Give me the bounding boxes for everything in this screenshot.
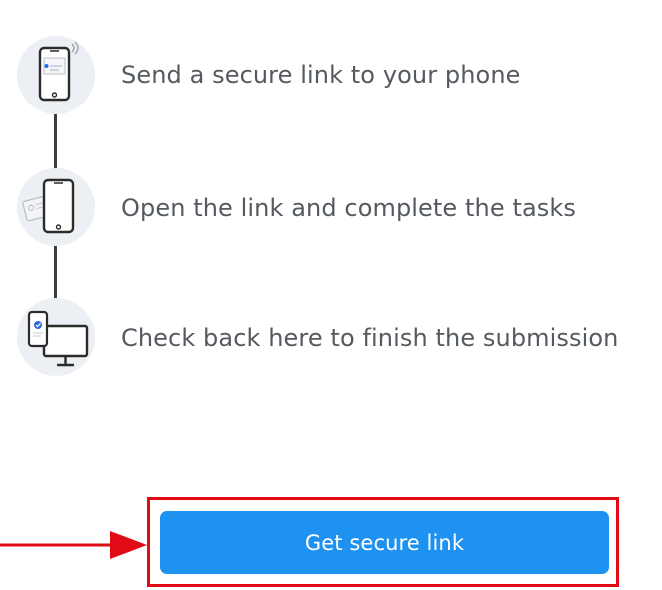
- desktop-phone-icon: [17, 298, 95, 376]
- phone-tasks-icon: [17, 168, 95, 246]
- highlight-box: [147, 497, 619, 587]
- step-connector: [54, 112, 57, 170]
- step-text: Open the link and complete the tasks: [121, 194, 576, 222]
- arrow-right-icon: [0, 531, 147, 559]
- step-connector: [54, 245, 57, 300]
- step-text: Check back here to finish the submission: [121, 324, 619, 352]
- step-text: Send a secure link to your phone: [121, 61, 521, 89]
- phone-link-icon: [17, 36, 95, 114]
- get-secure-link-button[interactable]: Get secure link: [160, 511, 609, 574]
